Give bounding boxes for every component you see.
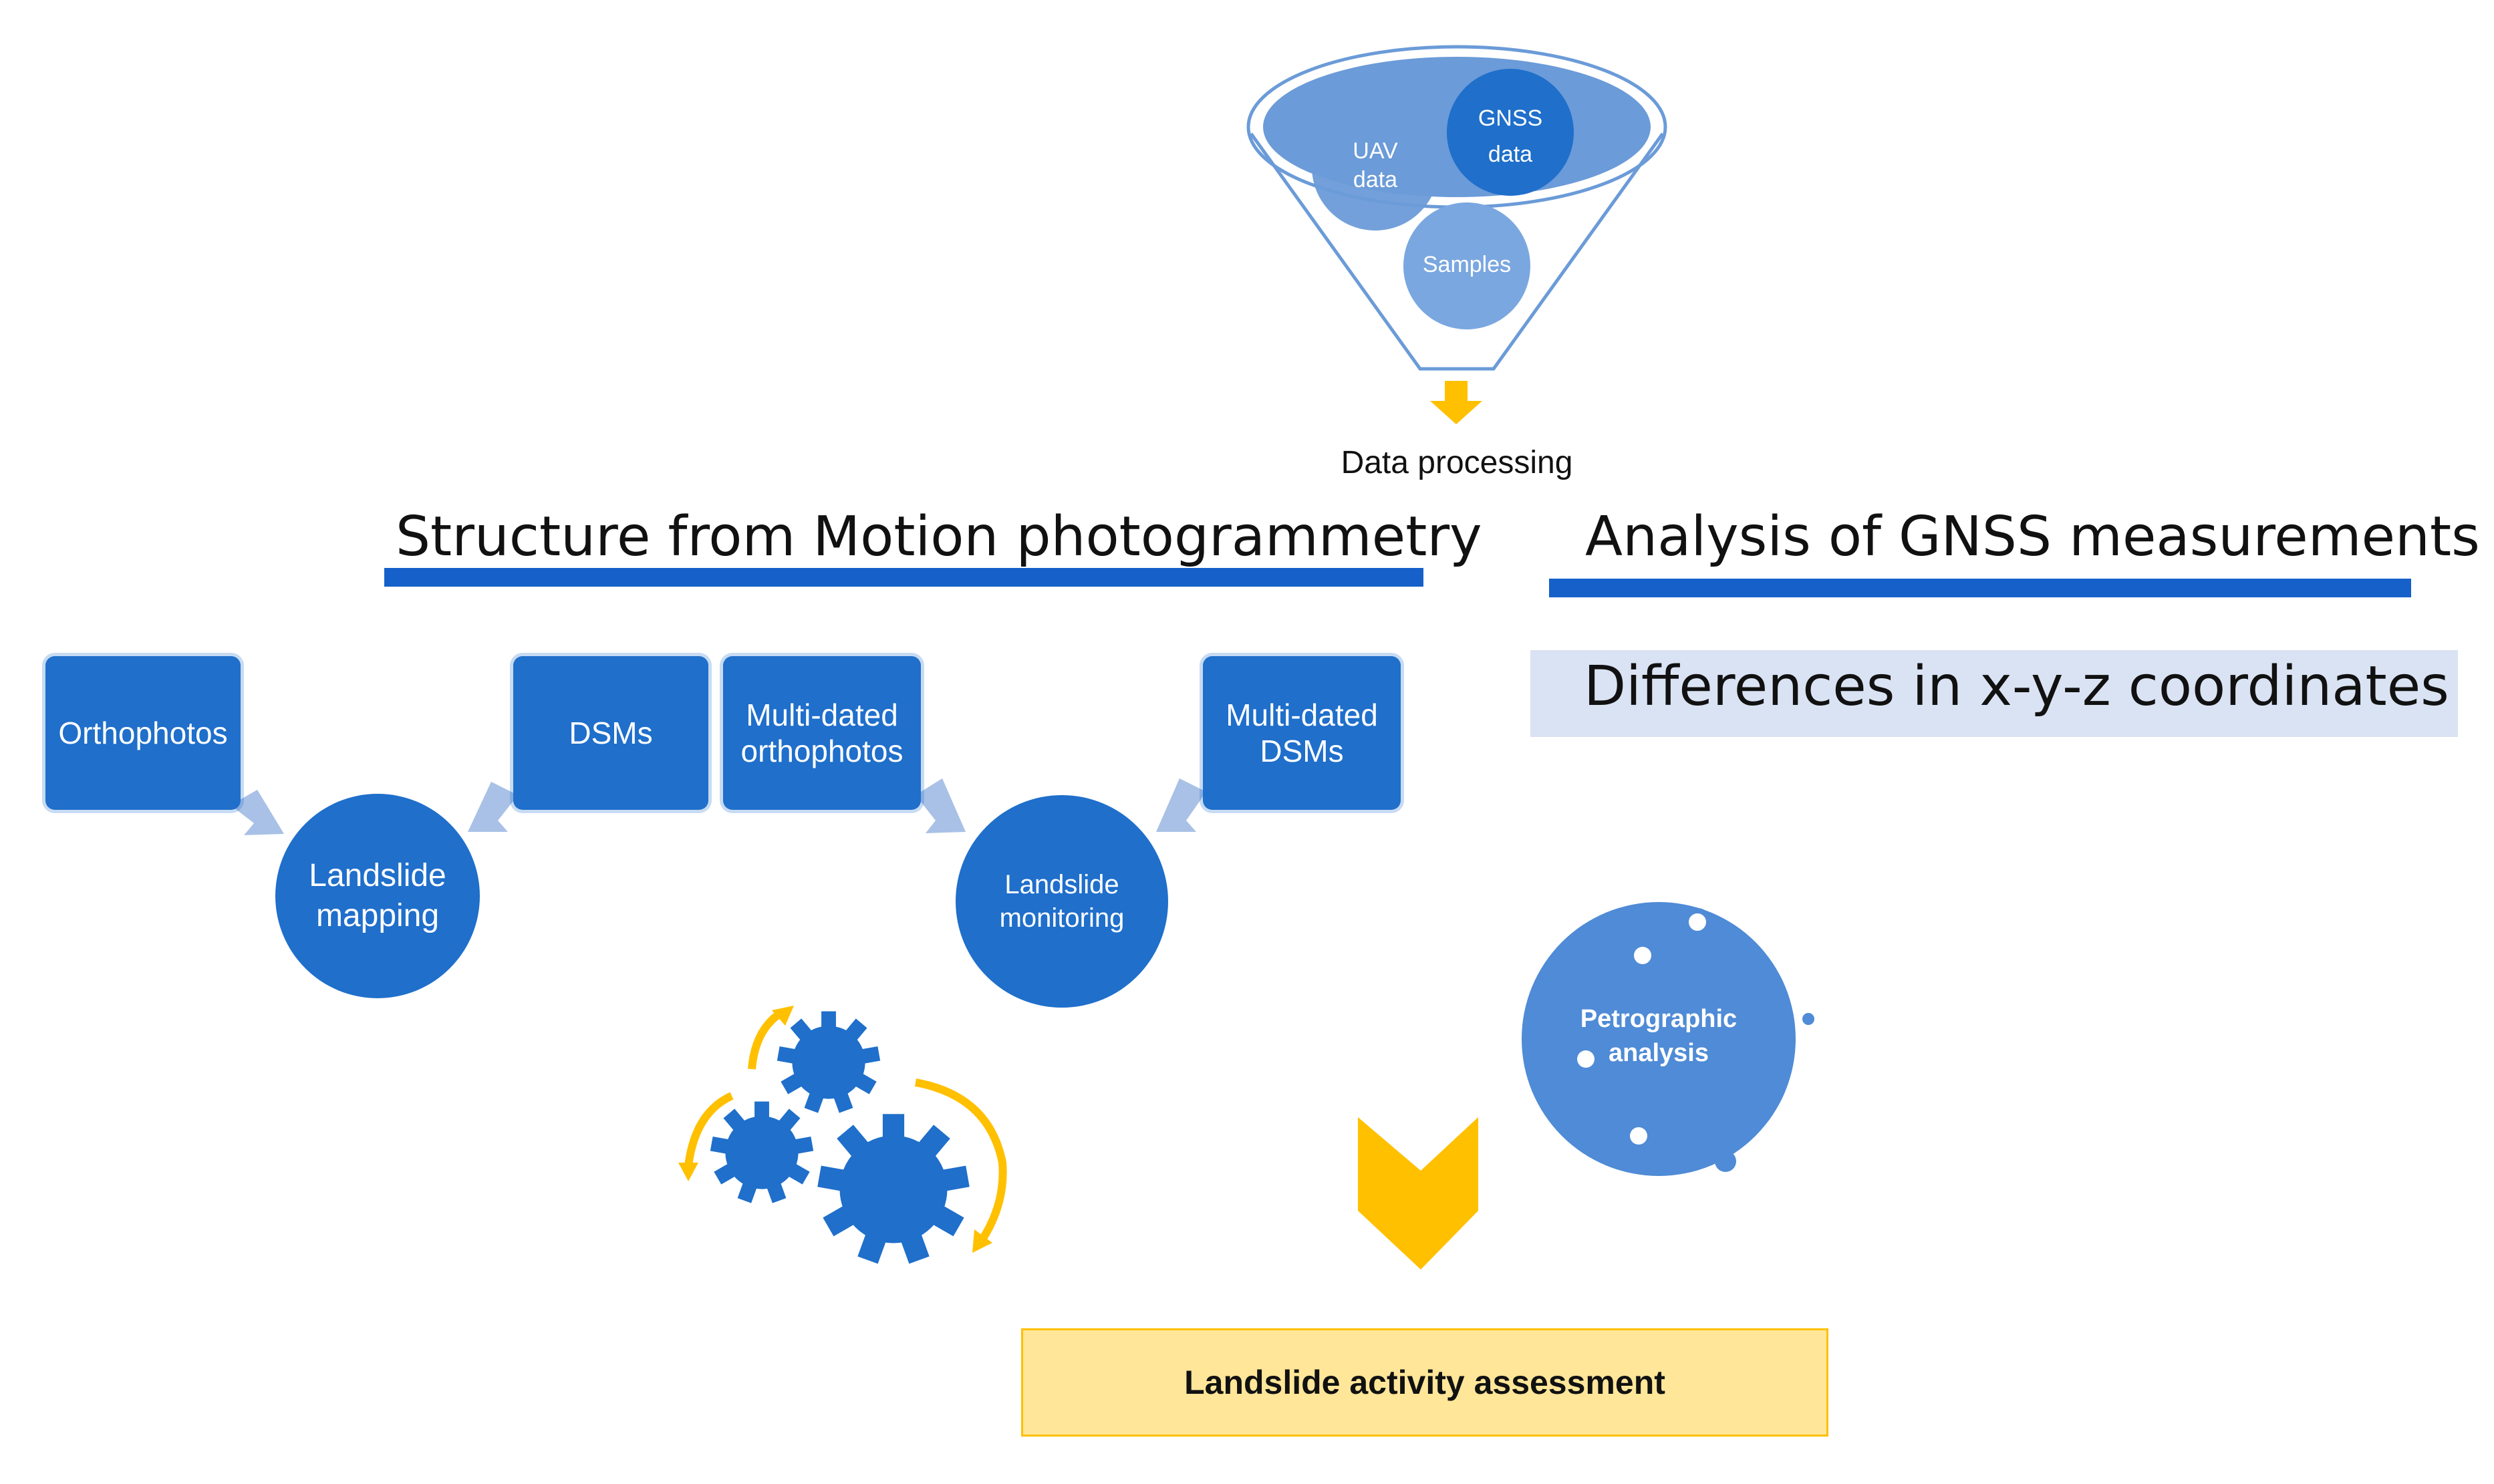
samples-bubble (1403, 202, 1530, 329)
petrographic-circle (1522, 902, 1796, 1176)
multi-dated-dsms-label: Multi-dated DSMs (1226, 697, 1378, 768)
petro-dot-6 (1715, 1151, 1736, 1172)
gear-arrow-top-head (772, 1006, 794, 1026)
gear-arrow-left-head (678, 1163, 698, 1181)
sfm-heading-underline (384, 568, 1423, 587)
funnel-body (1249, 132, 1665, 371)
gnss-heading-underline (1549, 579, 2411, 597)
dsms-box: DSMs (513, 656, 708, 810)
gnss-heading: Analysis of GNSS measurements (1585, 505, 2480, 569)
petro-dot-2 (1634, 947, 1651, 964)
data-processing-label: Data processing (1341, 445, 1573, 480)
arrow-dsms-to-mapping (468, 782, 518, 832)
orthophotos-box: Orthophotos (45, 656, 241, 810)
uav-label: UAV data (1353, 138, 1398, 192)
gnss-label: GNSS data (1478, 106, 1543, 168)
gear-arrow-right (914, 1078, 1007, 1242)
gnss-differences-label: Differences in x-y-z coordinates (1584, 655, 2449, 718)
landslide-mapping-label: Landslide mapping (309, 858, 446, 933)
gnss-differences-box (1530, 650, 2458, 737)
samples-label: Samples (1422, 252, 1512, 277)
multi-dated-dsms-box: Multi-dated DSMs (1203, 656, 1401, 810)
gear-arrow-top (748, 1008, 785, 1070)
petro-dot-4 (1630, 1127, 1647, 1145)
sfm-heading: Structure from Motion photogrammetry (396, 505, 1482, 569)
dsms-label: DSMs (569, 715, 653, 750)
landslide-mapping-circle: Landslide mapping (275, 794, 480, 998)
orthophotos-label: Orthophotos (58, 715, 228, 750)
petrographic-label: Petrographic analysis (1580, 1005, 1738, 1068)
data-processing-arrow (1430, 381, 1482, 424)
petro-dot-1 (1683, 908, 1711, 936)
landslide-activity-label: Landslide activity assessment (1184, 1364, 1665, 1401)
gear-arrow-left (684, 1092, 734, 1167)
landslide-activity-box: Landslide activity assessment (1021, 1328, 1828, 1437)
landslide-monitoring-label: Landslide monitoring (999, 870, 1125, 933)
arrow-multi-ortho-to-monitoring (916, 778, 966, 833)
multi-dated-orthophotos-label: Multi-dated orthophotos (740, 697, 904, 768)
uav-bubble (1312, 104, 1439, 231)
arrow-multi-dsms-to-monitoring (1156, 778, 1206, 832)
gnss-bubble (1447, 69, 1574, 196)
gear-arrow-right-head (972, 1229, 992, 1253)
petro-dot-3 (1577, 1050, 1595, 1068)
landslide-monitoring-circle: Landslide monitoring (956, 795, 1168, 1008)
arrow-orthophotos-to-mapping (231, 790, 284, 835)
multi-dated-orthophotos-box: Multi-dated orthophotos (723, 656, 921, 810)
result-chevron (1358, 1117, 1478, 1270)
petro-dot-5 (1802, 1013, 1814, 1025)
